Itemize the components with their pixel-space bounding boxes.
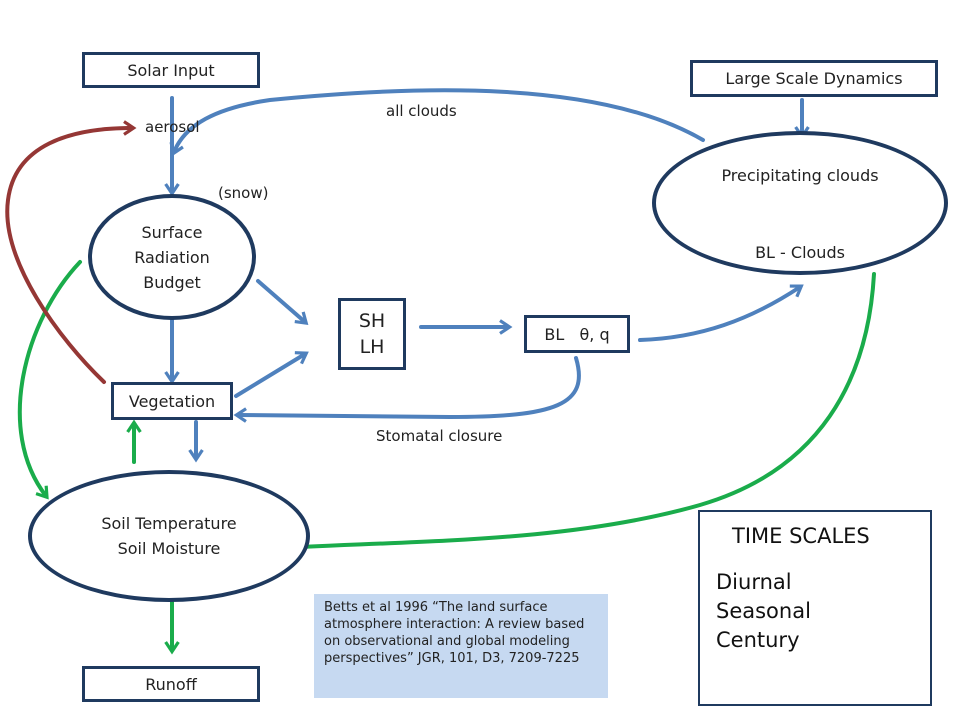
- arrow-bl-to-blclouds: [638, 284, 804, 342]
- arrow-radiation-to-shlh: [256, 279, 309, 325]
- bl-clouds-label: BL - Clouds: [755, 243, 845, 262]
- large-scale-dynamics-box: Large Scale Dynamics: [690, 60, 938, 97]
- solar-input-box: Solar Input: [82, 52, 260, 88]
- srb-line-1: Surface: [141, 222, 203, 242]
- citation-box: Betts et al 1996 “The land surface atmos…: [314, 594, 608, 698]
- soil-temperature-label: Soil Temperature: [101, 514, 237, 533]
- runoff-label: Runoff: [145, 674, 197, 694]
- legend-item-diurnal: Diurnal: [716, 570, 792, 594]
- all-clouds-label: all clouds: [386, 102, 457, 120]
- precipitating-clouds-label: Precipitating clouds: [721, 166, 879, 185]
- runoff-box: Runoff: [82, 666, 260, 702]
- arrow-stomatal-closure: [233, 356, 581, 423]
- snow-label: (snow): [218, 184, 269, 202]
- arrow-radiation-to-soil: [17, 260, 82, 500]
- bl-theta-q-box: BL θ, q: [524, 315, 630, 353]
- srb-line-3: Budget: [143, 272, 201, 292]
- stomatal-closure-label: Stomatal closure: [376, 427, 503, 445]
- aerosol-label: aerosol: [145, 118, 200, 136]
- sh-label: SH: [358, 310, 386, 332]
- vegetation-label: Vegetation: [128, 391, 216, 411]
- time-scales-legend: TIME SCALES Diurnal Seasonal Century: [698, 510, 932, 706]
- arrow-vegetation-to-aerosol: [5, 120, 137, 384]
- bl-theta-q-label: BL θ, q: [544, 324, 610, 344]
- clouds-node: Precipitating clouds BL - Clouds: [652, 131, 948, 275]
- solar-input-label: Solar Input: [127, 60, 215, 80]
- arrow-clouds-to-soil: [239, 272, 876, 558]
- lh-label: LH: [359, 336, 385, 358]
- arrow-clouds-to-radiation: [169, 88, 705, 157]
- arrow-vegetation-to-shlh: [234, 351, 309, 398]
- soil-node: Soil Temperature Soil Moisture: [28, 470, 310, 602]
- srb-line-2: Radiation: [134, 247, 210, 267]
- surface-radiation-budget-node: Surface Radiation Budget: [88, 194, 256, 320]
- legend-item-seasonal: Seasonal: [716, 599, 811, 623]
- soil-moisture-label: Soil Moisture: [117, 539, 221, 558]
- legend-item-century: Century: [716, 628, 800, 652]
- legend-title: TIME SCALES: [732, 524, 870, 548]
- large-scale-dynamics-label: Large Scale Dynamics: [725, 69, 903, 88]
- sh-lh-box: SH LH: [338, 298, 406, 370]
- vegetation-box: Vegetation: [111, 382, 233, 420]
